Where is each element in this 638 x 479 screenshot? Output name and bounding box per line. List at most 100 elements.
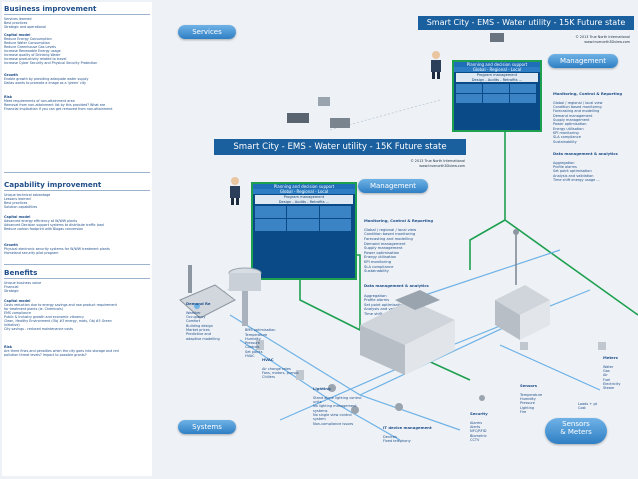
demand-response-text: Demand Re Weather Occupancy Comfort Buil… bbox=[186, 298, 226, 345]
monitoring-head: Monitoring, Control & Reporting bbox=[553, 91, 623, 97]
blue-link bbox=[409, 249, 561, 301]
section-rule bbox=[4, 278, 150, 279]
capability-improvement-section: Capability improvement Unique technical … bbox=[4, 180, 150, 255]
ems-text: BMS optimisation Temperature Humidity Pr… bbox=[245, 324, 289, 363]
capability-growth: Physical electronic security systems for… bbox=[4, 247, 110, 255]
business-growth: Enable growth by providing adequate wate… bbox=[4, 77, 89, 85]
security-list: Alarms Alerts NFC/RFID Biometric CCTV bbox=[470, 420, 487, 443]
security-head: Security bbox=[470, 411, 488, 417]
benefits-section: Benefits Unique business value Financial… bbox=[4, 268, 150, 357]
planning-title: Planning and decision support bbox=[253, 184, 355, 189]
program-management: Program management Design - Audits - Ret… bbox=[255, 195, 353, 205]
dashboard-thumbnail bbox=[456, 94, 483, 104]
credit-line2: www.truenorth3Dview.com bbox=[584, 39, 630, 44]
dashboard-thumbnail bbox=[287, 206, 319, 219]
benefits-risk: Are there fines and penalties when the c… bbox=[4, 349, 119, 357]
credit-top: © 2013 True North International www.true… bbox=[520, 35, 630, 44]
it-device-text: IT device management Devices Fixed telep… bbox=[383, 422, 439, 448]
device-icons bbox=[256, 340, 606, 414]
rooftop-sensors-icon bbox=[287, 33, 504, 128]
sensors-text: Sensors Temperature Humidity Pressure Li… bbox=[520, 380, 560, 419]
data-analytics-list: Aggregation Profile alarms Set point opt… bbox=[553, 160, 600, 182]
building-icon bbox=[495, 285, 550, 340]
sensors-list: Temperature Humidity Pressure Lighting F… bbox=[520, 392, 543, 415]
planning-title: Planning and decision support bbox=[454, 62, 540, 67]
monitoring-list: Global / regional / local view Condition… bbox=[364, 227, 417, 274]
planning-box-mid[interactable]: Planning and decision support Global - R… bbox=[251, 182, 357, 280]
ems-list: BMS optimisation Temperature Humidity Pr… bbox=[245, 328, 276, 359]
section-divider bbox=[4, 264, 150, 265]
benefits-capital: Costs reduction due to energy savings an… bbox=[4, 303, 117, 331]
benefits-capital-head: Capital model bbox=[4, 299, 31, 303]
business-risk-head: Risk bbox=[4, 95, 13, 99]
blue-link bbox=[239, 339, 401, 441]
dashboard-thumbnail bbox=[510, 84, 537, 94]
business-risk: Meet requirements of non-attainment area… bbox=[4, 99, 113, 111]
demand-list: Weather Occupancy Comfort Building desig… bbox=[186, 310, 220, 341]
sensors-head: Sensors bbox=[520, 383, 538, 389]
credit-line1: © 2013 True North International bbox=[575, 35, 630, 39]
credit-line2: www.truenorth3Dview.com bbox=[419, 163, 465, 168]
banner-mid: Smart City - EMS - Water utility - 15K F… bbox=[214, 139, 466, 155]
business-capital-head: Capital model bbox=[4, 33, 31, 37]
credit-line1: © 2013 True North International bbox=[410, 159, 465, 163]
person-icon bbox=[230, 177, 240, 205]
water-tank-icon bbox=[228, 267, 262, 326]
lighting-list: Stand alone lighting control units No li… bbox=[313, 395, 362, 426]
dashboard-thumbnail bbox=[483, 84, 510, 94]
meters-text: Meters Water Gas Air Fuel Electricity St… bbox=[603, 352, 633, 395]
dashboard-thumbnail bbox=[287, 219, 319, 232]
management-top-text: Monitoring, Control & Reporting Global /… bbox=[553, 88, 635, 187]
hvac-list: Air change rates Fans, motors, pumps Chi… bbox=[262, 366, 299, 380]
dashboard-thumbnail bbox=[255, 206, 287, 219]
dashboard-thumbnail bbox=[319, 219, 351, 232]
management-top-pill[interactable]: Management bbox=[548, 54, 618, 68]
dashboard-thumbnails bbox=[454, 83, 540, 104]
business-growth-head: Growth bbox=[4, 73, 18, 77]
capability-capital: Advanced energy efficiency at W/WW plant… bbox=[4, 219, 104, 231]
dashboard-thumbnail bbox=[483, 94, 510, 104]
cell-tower-icon bbox=[513, 229, 519, 285]
demand-head: Demand Re bbox=[186, 301, 211, 307]
monitoring-list: Global / regional / local view Condition… bbox=[553, 100, 603, 144]
dashboard-thumbnail bbox=[319, 206, 351, 219]
treatment-plant-icon bbox=[179, 265, 236, 319]
security-text: Security Alarms Alerts NFC/RFID Biometri… bbox=[470, 408, 506, 447]
business-capital: Reduce Energy Consumption Reduce Water C… bbox=[4, 37, 98, 65]
banner-top: Smart City - EMS - Water utility - 15K F… bbox=[418, 16, 634, 30]
blue-link bbox=[499, 344, 601, 391]
data-analytics-head: Data management & analytics bbox=[364, 283, 429, 289]
program-title: Program management bbox=[283, 195, 325, 199]
capability-intro: Unique technical advantage Lessons learn… bbox=[4, 193, 51, 209]
left-panel: Business improvement Services learned Be… bbox=[2, 2, 152, 476]
business-improvement-section: Business improvement Services learned Be… bbox=[4, 4, 150, 111]
capability-title: Capability improvement bbox=[4, 180, 102, 189]
management-mid-pill[interactable]: Management bbox=[358, 179, 428, 193]
planning-subtitle: Global - Regional - Local bbox=[253, 189, 355, 194]
dashboard-thumbnail bbox=[510, 94, 537, 104]
management-mid-text: Monitoring, Control & Reporting Global /… bbox=[364, 214, 454, 321]
planning-box-top[interactable]: Planning and decision support Global - R… bbox=[452, 60, 542, 132]
person-icon bbox=[431, 51, 441, 79]
planning-subtitle: Global - Regional - Local bbox=[454, 67, 540, 72]
dashboard-thumbnails bbox=[253, 205, 355, 232]
benefits-title: Benefits bbox=[4, 268, 38, 277]
dashboard-thumbnail bbox=[456, 84, 483, 94]
section-rule bbox=[4, 190, 150, 191]
business-title: Business improvement bbox=[4, 4, 97, 13]
hvac-text: HVAC Air change rates Fans, motors, pump… bbox=[262, 354, 310, 384]
office-building-icon bbox=[360, 290, 455, 375]
credit-mid: © 2013 True North International www.true… bbox=[350, 159, 465, 168]
benefits-intro: Unique business value Financial Strategi… bbox=[4, 281, 42, 293]
dashboard-thumbnail bbox=[255, 219, 287, 232]
meters-head: Meters bbox=[603, 355, 618, 361]
hvac-head: HVAC bbox=[262, 357, 274, 363]
services-pill[interactable]: Services bbox=[178, 25, 236, 39]
it-head: IT device management bbox=[383, 425, 432, 431]
meters-list: Water Gas Air Fuel Electricity Steam bbox=[603, 364, 621, 391]
systems-pill[interactable]: Systems bbox=[178, 420, 236, 434]
sensors-meters-pill[interactable]: Sensors & Meters bbox=[545, 418, 607, 444]
it-list: Devices Fixed telephony bbox=[383, 434, 411, 444]
